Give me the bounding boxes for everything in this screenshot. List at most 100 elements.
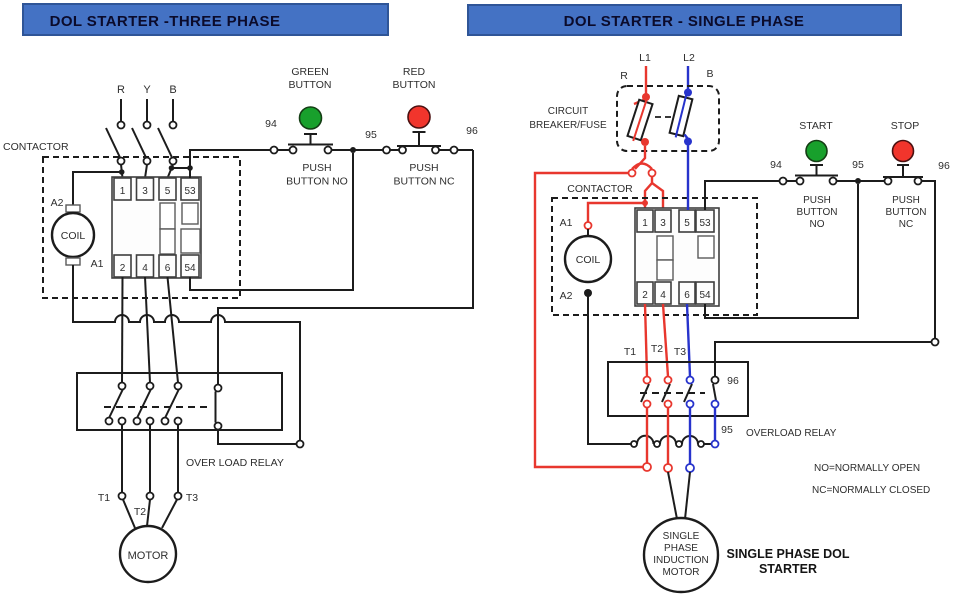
legend: NO=NORMALLY OPEN NC=NORMALLY CLOSED SING… — [727, 463, 931, 576]
legend-nc: NC=NORMALLY CLOSED — [812, 485, 930, 496]
motor-label-3: INDUCTION — [653, 555, 709, 566]
terminal-2: 2 — [120, 263, 126, 274]
label-96: 96 — [466, 125, 478, 137]
contactor-coil: A2 COIL A1 — [51, 169, 125, 270]
start-button — [805, 139, 828, 163]
terminal-53: 53 — [184, 186, 196, 197]
contactor-block: 1 3 5 53 2 4 6 54 — [111, 176, 202, 279]
t3-label: T3 — [674, 346, 686, 358]
coil-label: COIL — [576, 254, 601, 266]
push-nc-label-1: PUSH — [409, 162, 438, 174]
caption-line-1: SINGLE PHASE DOL — [727, 547, 850, 561]
red-button-label-2: BUTTON — [393, 79, 436, 91]
coil-return-wire — [72, 265, 301, 441]
b-label: B — [706, 68, 713, 80]
terminal-53: 53 — [699, 218, 711, 229]
terminal-1: 1 — [120, 186, 126, 197]
terminal-54: 54 — [184, 263, 196, 274]
label-94: 94 — [265, 118, 277, 130]
caption-line-2: STARTER — [759, 562, 817, 576]
three-phase-circuit: DOL STARTER -THREE PHASE R Y B CONTACTOR — [3, 3, 478, 584]
circuit-breaker: CIRCUIT BREAKER/FUSE — [529, 85, 720, 152]
relay-95-label: 95 — [721, 424, 733, 436]
a2-label: A2 — [560, 290, 573, 302]
terminal-3: 3 — [660, 218, 666, 229]
single-phase-title: DOL STARTER - SINGLE PHASE — [564, 13, 805, 30]
banner-box — [22, 3, 389, 36]
coil-label: COIL — [61, 230, 86, 242]
push-nc-label-3: NC — [899, 219, 913, 230]
a1-label: A1 — [560, 217, 573, 229]
t2-label: T2 — [651, 343, 663, 355]
t3-label: T3 — [186, 492, 198, 504]
overload-relay: T1 T2 T3 96 95 OVERLOAD RELAY — [607, 343, 837, 439]
a1-label: A1 — [91, 258, 104, 270]
single-phase-circuit: DOL STARTER - SINGLE PHASE L1 L2 R B CIR… — [467, 4, 950, 594]
terminal-4: 4 — [660, 290, 666, 301]
t1-label: T1 — [624, 346, 636, 358]
terminal-3: 3 — [142, 186, 148, 197]
push-no-label-1: PUSH — [302, 162, 331, 174]
single-phase-title-banner: DOL STARTER - SINGLE PHASE — [467, 4, 902, 36]
red-bypass-wire — [533, 171, 643, 469]
push-no-label-2: BUTTON NO — [286, 176, 348, 188]
phase-b-label: B — [169, 84, 176, 96]
breaker-label-2: BREAKER/FUSE — [529, 120, 607, 131]
contactor-block: 1 3 5 53 2 4 6 54 — [634, 207, 720, 307]
t1-label: T1 — [98, 492, 110, 504]
start-label: START — [799, 120, 833, 132]
supply-lines: L1 L2 R B — [620, 52, 714, 101]
push-no-label-1: PUSH — [803, 195, 831, 206]
terminal-1: 1 — [642, 218, 648, 229]
push-no-label-2: BUTTON — [797, 207, 838, 218]
contactor-enclosure — [42, 156, 241, 299]
supply-switches: R Y B — [105, 84, 193, 179]
l1-label: L1 — [639, 52, 651, 64]
a2-label: A2 — [51, 197, 64, 209]
fuse-l2 — [668, 94, 694, 138]
push-nc-label-2: BUTTON — [886, 207, 927, 218]
control-labels: START STOP 94 95 96 PUSH BUTTON NO PUSH … — [770, 120, 950, 230]
terminal-4: 4 — [142, 263, 148, 274]
motor-label-1: SINGLE — [663, 531, 700, 542]
overload-relay: OVER LOAD RELAY — [76, 372, 284, 469]
breaker-label-1: CIRCUIT — [548, 106, 589, 117]
motor-label-4: MOTOR — [662, 567, 699, 578]
motor-section: SINGLE PHASE INDUCTION MOTOR — [642, 407, 720, 594]
green-button-label-1: GREEN — [291, 66, 328, 78]
label-95: 95 — [852, 159, 864, 171]
three-phase-title: DOL STARTER -THREE PHASE — [50, 13, 281, 30]
motor-section: T1 T2 T3 MOTOR — [98, 424, 198, 584]
breaker-enclosure — [616, 85, 720, 152]
l2-label: L2 — [683, 52, 695, 64]
fuse-l1 — [626, 98, 654, 142]
relay-96-label: 96 — [727, 375, 739, 387]
green-start-button — [298, 106, 323, 130]
contactor-label: CONTACTOR — [3, 141, 69, 153]
control-wiring — [704, 139, 940, 377]
terminal-2: 2 — [642, 290, 648, 301]
red-button-label-1: RED — [403, 66, 426, 78]
push-no-label-3: NO — [810, 219, 825, 230]
label-94: 94 — [770, 159, 782, 171]
contactor-enclosure — [551, 197, 758, 316]
r-label: R — [620, 70, 628, 82]
line-switch — [533, 146, 665, 469]
stop-button — [891, 139, 915, 163]
control-wiring — [189, 105, 474, 385]
contactor-label: CONTACTOR — [567, 183, 633, 195]
overload-relay-label: OVER LOAD RELAY — [186, 457, 284, 469]
terminal-6: 6 — [684, 290, 690, 301]
overload-relay-label: OVERLOAD RELAY — [746, 428, 837, 439]
t2-label: T2 — [134, 506, 146, 518]
label-96: 96 — [938, 160, 950, 172]
terminal-5: 5 — [684, 218, 690, 229]
label-95: 95 — [365, 129, 377, 141]
push-nc-label-2: BUTTON NC — [393, 176, 454, 188]
terminal-54: 54 — [699, 290, 711, 301]
red-stop-button — [407, 105, 431, 129]
phase-r-label: R — [117, 84, 125, 96]
contactor-coil: A1 COIL A2 — [560, 200, 648, 302]
